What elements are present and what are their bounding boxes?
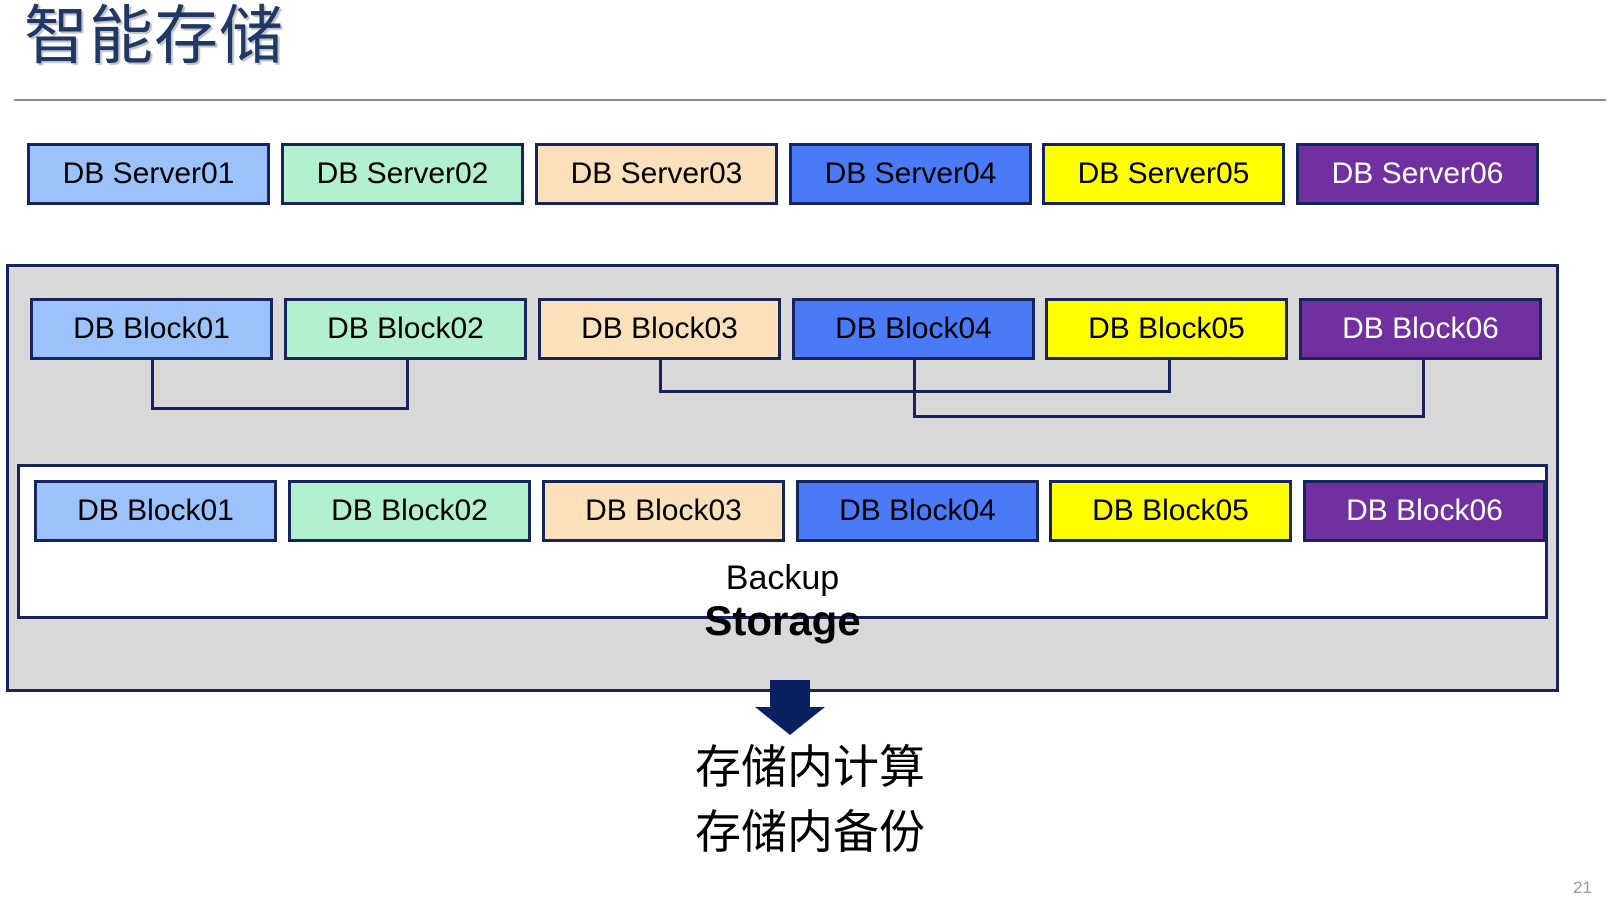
db-block-box-1[interactable]: DB Block01 bbox=[30, 298, 273, 360]
page-title: 智能存储 bbox=[24, 0, 284, 72]
connector-block01-block02 bbox=[151, 360, 409, 410]
down-arrow-head-icon bbox=[755, 707, 825, 735]
backup-block-box-2[interactable]: DB Block02 bbox=[288, 480, 531, 542]
db-block-box-3[interactable]: DB Block03 bbox=[538, 298, 781, 360]
page-number: 21 bbox=[1573, 878, 1592, 897]
caption-line-1: 存储内计算 bbox=[695, 741, 925, 793]
db-server-box-4[interactable]: DB Server04 bbox=[789, 143, 1032, 205]
caption-line-2: 存储内备份 bbox=[695, 806, 925, 859]
title-divider bbox=[14, 99, 1606, 101]
backup-block-box-1[interactable]: DB Block01 bbox=[34, 480, 277, 542]
db-server-box-3[interactable]: DB Server03 bbox=[535, 143, 778, 205]
storage-label: Storage bbox=[704, 597, 861, 644]
caption-block: 存储内计算 存储内备份 bbox=[0, 735, 1620, 866]
db-block-box-4[interactable]: DB Block04 bbox=[792, 298, 1035, 360]
backup-block-box-5[interactable]: DB Block05 bbox=[1049, 480, 1292, 542]
db-block-box-2[interactable]: DB Block02 bbox=[284, 298, 527, 360]
connector-block04-block06 bbox=[913, 360, 1425, 418]
backup-block-box-6[interactable]: DB Block06 bbox=[1303, 480, 1546, 542]
backup-block-box-4[interactable]: DB Block04 bbox=[796, 480, 1039, 542]
db-server-box-5[interactable]: DB Server05 bbox=[1042, 143, 1285, 205]
db-server-box-1[interactable]: DB Server01 bbox=[27, 143, 270, 205]
db-server-box-6[interactable]: DB Server06 bbox=[1296, 143, 1539, 205]
db-server-box-2[interactable]: DB Server02 bbox=[281, 143, 524, 205]
backup-block-box-3[interactable]: DB Block03 bbox=[542, 480, 785, 542]
backup-label: Backup bbox=[725, 559, 840, 597]
down-arrow-icon bbox=[770, 680, 810, 708]
db-block-box-5[interactable]: DB Block05 bbox=[1045, 298, 1288, 360]
db-block-box-6[interactable]: DB Block06 bbox=[1299, 298, 1542, 360]
